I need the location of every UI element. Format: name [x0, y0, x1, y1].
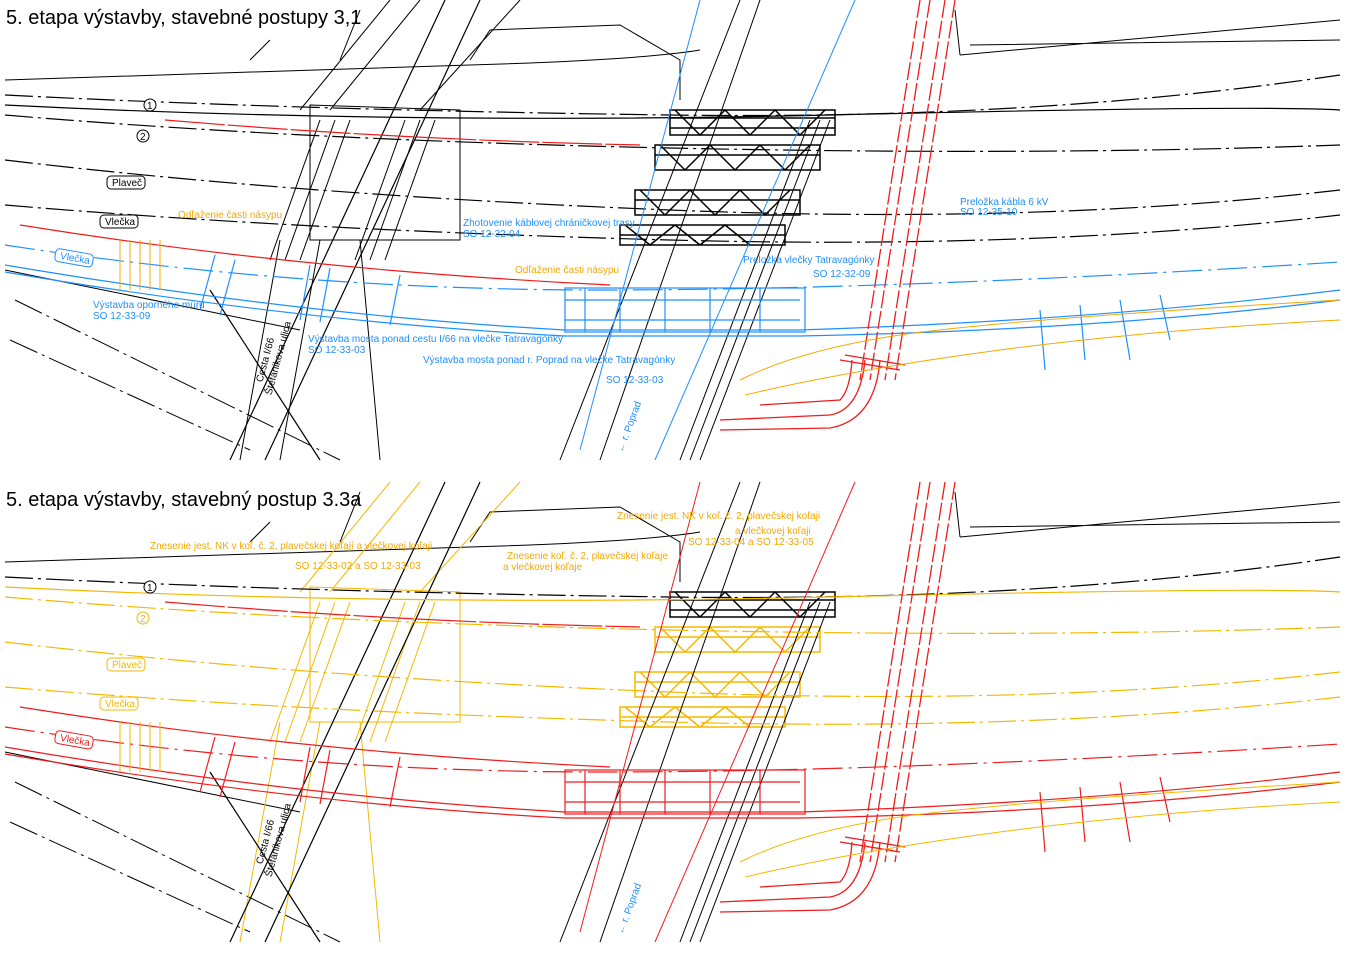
track-label-plavec: Plaveč: [106, 175, 146, 190]
annotation-code: SO 12-32-04: [463, 229, 521, 240]
annotation-code: SO 12-33-09: [93, 311, 151, 322]
annotation-code: a vlečkovej koľaje: [503, 562, 583, 573]
svg-text:Vlečka: Vlečka: [105, 699, 135, 710]
annotation-code: SO 12-33-03: [308, 345, 366, 356]
annotation: Odľaženie časti násypu: [178, 210, 282, 221]
track-label-vlecka-new: Vlečka: [54, 248, 94, 268]
annotation: Výstavba mosta ponad r. Poprad na vlečke…: [423, 355, 675, 366]
annotation: Preložka vlečky Tatravagónky: [743, 255, 875, 266]
track-label-2: 2: [136, 129, 150, 143]
track-label-plavec: Plaveč: [106, 657, 146, 672]
annotation-code: SO 12-33-04 a SO 12-33-05: [688, 537, 814, 548]
panel-title: 5. etapa výstavby, stavebný postup 3.3a: [6, 489, 362, 511]
annotation: a vlečkovej koľaji: [735, 526, 811, 537]
panel-title: 5. etapa výstavby, stavebné postupy 3,1: [6, 7, 361, 29]
track-label-1: 1: [143, 98, 157, 112]
svg-text:1: 1: [147, 101, 153, 112]
track-label-vlecka: Vlečka: [99, 214, 139, 229]
track-label-2: 2: [136, 611, 150, 625]
svg-text:2: 2: [140, 614, 146, 625]
svg-text:Plaveč: Plaveč: [112, 660, 142, 671]
river-label: ← r. Poprad: [616, 400, 645, 454]
track-label-vlecka-new: Vlečka: [54, 730, 94, 750]
annotation-code: SO 12-33-03: [606, 375, 664, 386]
svg-text:Vlečka: Vlečka: [59, 251, 91, 267]
annotation: Znesenie jest. NK v koľ. č. 2, plavečske…: [617, 511, 820, 522]
annotation: Výstavba mosta ponad cestu I/66 na vlečk…: [308, 334, 563, 345]
panel-stage-3-3a: 5. etapa výstavby, stavebný postup 3.3a …: [4, 481, 1341, 943]
track-label-vlecka: Vlečka: [99, 696, 139, 711]
annotation: Zhotovenie káblovej chráničkovej trasy: [463, 218, 635, 229]
annotation: Preložka kábla 6 kV: [960, 197, 1049, 208]
svg-text:Vlečka: Vlečka: [59, 733, 91, 749]
track-label-1: 1: [143, 580, 157, 594]
annotation-code: SO 12-35-10: [960, 207, 1018, 218]
svg-text:2: 2: [140, 132, 146, 143]
panel-stage-3-1: 5. etapa výstavby, stavebné postupy 3,1 …: [4, 0, 1341, 461]
river-label: ← r. Poprad: [616, 882, 645, 936]
annotation-code: SO 12-33-02 a SO 12-33-03: [295, 561, 421, 572]
annotation: Výstavba oporného múru: [93, 300, 205, 311]
annotation: Odľaženie časti násypu: [515, 265, 619, 276]
annotation-code: SO 12-32-09: [813, 269, 871, 280]
svg-text:Vlečka: Vlečka: [105, 217, 135, 228]
annotation: Znesenie koľ. č. 2, plavečskej koľaje: [507, 551, 668, 562]
annotation: Znesenie jest. NK v koľ. č. 2, plavečske…: [150, 541, 432, 552]
svg-text:Plaveč: Plaveč: [112, 178, 142, 189]
svg-text:1: 1: [147, 583, 153, 594]
